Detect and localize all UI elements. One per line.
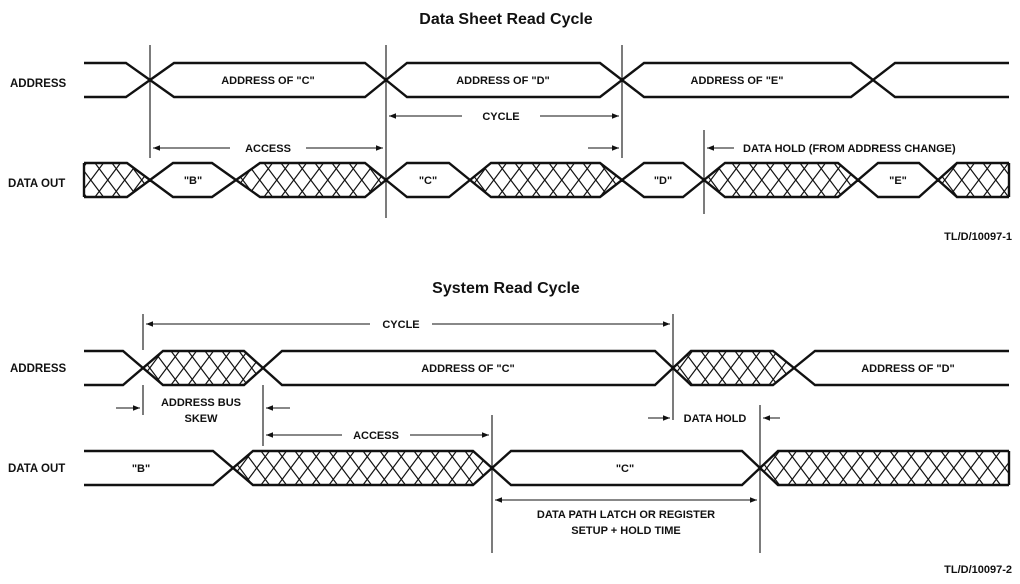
system-data-out-row-label: DATA OUT <box>8 463 65 475</box>
system-latch-label-line1: DATA PATH LATCH OR REGISTER <box>537 509 715 521</box>
read-address-waveform <box>84 61 1009 99</box>
system-address-c-label: ADDRESS OF "C" <box>421 363 515 375</box>
read-address-d-label: ADDRESS OF "D" <box>456 75 550 87</box>
read-data-hold-label: DATA HOLD (FROM ADDRESS CHANGE) <box>743 143 956 155</box>
system-latch-label-line2: SETUP + HOLD TIME <box>571 525 681 537</box>
system-address-skew-hatch-1 <box>143 351 263 385</box>
system-address-waveform <box>84 349 1009 387</box>
read-address-c-label: ADDRESS OF "C" <box>221 75 315 87</box>
system-address-skew-hatch-2 <box>673 351 794 385</box>
system-data-out-waveform <box>84 449 1011 487</box>
read-invalid-data-hatch-5 <box>938 163 1009 197</box>
read-data-out-waveform <box>82 161 1011 199</box>
system-invalid-data-hatch-2 <box>760 451 1009 485</box>
system-address-d-label: ADDRESS OF "D" <box>861 363 955 375</box>
system-cycle-label: CYCLE <box>382 319 419 331</box>
read-invalid-data-hatch-1 <box>84 163 150 197</box>
read-address-e-label: ADDRESS OF "E" <box>691 75 784 87</box>
read-data-d-label: "D" <box>654 175 672 187</box>
read-cycle-title: Data Sheet Read Cycle <box>419 11 593 28</box>
read-invalid-data-hatch-2 <box>236 163 386 197</box>
read-cycle-figure-ref: TL/D/10097-1 <box>944 231 1012 243</box>
system-invalid-data-hatch-1 <box>233 451 492 485</box>
system-address-row-label: ADDRESS <box>10 363 67 375</box>
system-data-c-label: "C" <box>616 463 634 475</box>
read-address-row-label: ADDRESS <box>10 78 67 90</box>
read-access-label: ACCESS <box>245 143 291 155</box>
system-access-label: ACCESS <box>353 430 399 442</box>
read-data-out-row-label: DATA OUT <box>8 178 65 190</box>
system-bus-skew-label-line1: ADDRESS BUS <box>161 397 241 409</box>
read-invalid-data-hatch-3 <box>470 163 622 197</box>
system-data-b-label: "B" <box>132 463 150 475</box>
system-data-hold-label: DATA HOLD <box>684 413 747 425</box>
system-cycle-figure-ref: TL/D/10097-2 <box>944 564 1012 576</box>
system-bus-skew-label-line2: SKEW <box>185 413 219 425</box>
read-data-e-label: "E" <box>889 175 907 187</box>
read-data-b-label: "B" <box>184 175 202 187</box>
read-cycle-label: CYCLE <box>482 111 519 123</box>
system-cycle-title: System Read Cycle <box>432 280 580 297</box>
read-data-c-label: "C" <box>419 175 437 187</box>
